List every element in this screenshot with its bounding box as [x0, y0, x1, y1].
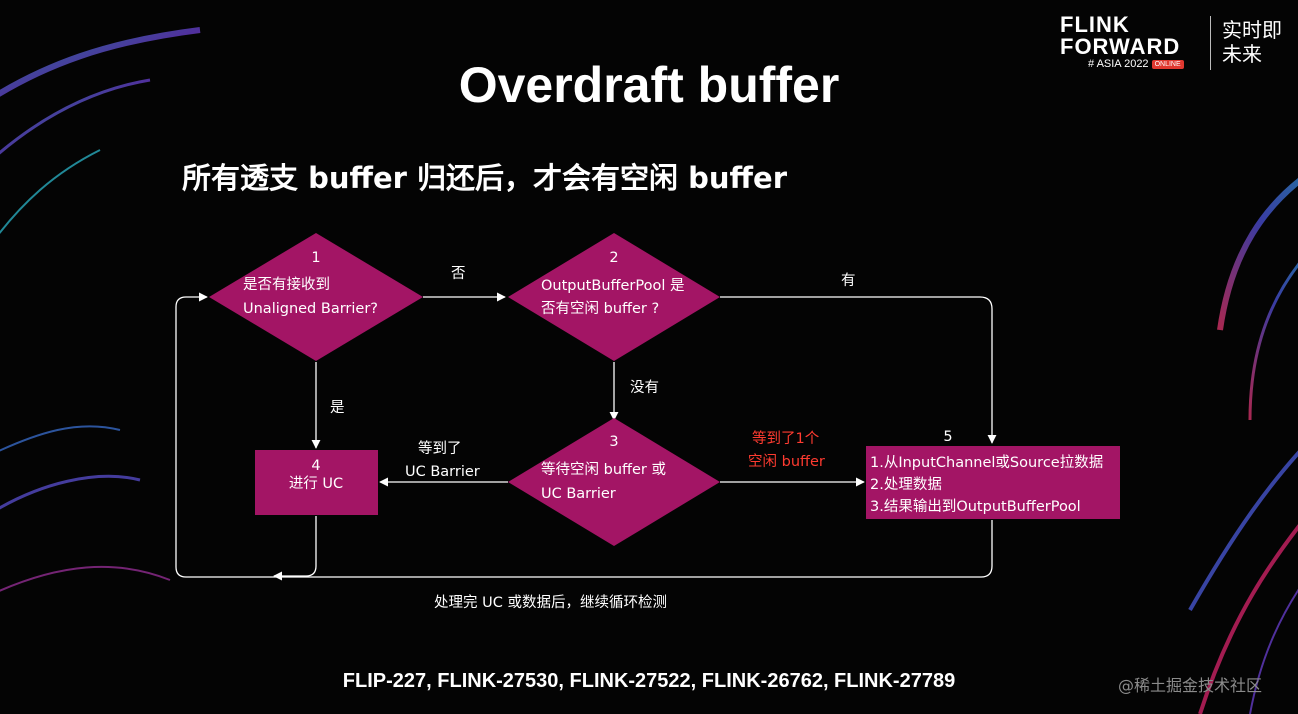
edge-5-loop-back — [175, 292, 993, 578]
logo-text-flink: FLINK — [1060, 12, 1130, 37]
node-1-number: 1 — [311, 250, 320, 266]
edge-label-no: 否 — [451, 266, 466, 282]
node-2-number: 2 — [609, 250, 618, 266]
node-1-line-1: 是否有接收到 — [243, 276, 330, 293]
edge-label-yes: 是 — [330, 400, 345, 416]
node-5-line-2: 2.处理数据 — [870, 476, 942, 493]
edge-label-loop: 处理完 UC 或数据后，继续循环检测 — [434, 594, 667, 611]
node-5-line-1: 1.从InputChannel或Source拉数据 — [870, 454, 1103, 471]
edge-label-got-buffer-line-1: 等到了1个 — [752, 429, 820, 447]
node-4-number: 4 — [311, 458, 320, 474]
edge-label-got-buffer-line-2: 空闲 buffer — [748, 453, 825, 470]
node-1-unaligned-barrier-check: 1 是否有接收到 Unaligned Barrier? — [209, 233, 423, 361]
node-4-line-1: 进行 UC — [289, 475, 343, 492]
node-3-wait-buffer-or-barrier: 3 等待空闲 buffer 或 UC Barrier — [508, 418, 720, 546]
node-5-line-3: 3.结果输出到OutputBufferPool — [870, 498, 1081, 515]
edge-label-got-uc-line-1: 等到了 — [418, 439, 462, 457]
jira-references: FLIP-227, FLINK-27530, FLINK-27522, FLIN… — [342, 670, 956, 692]
node-3-number: 3 — [609, 434, 618, 450]
watermark: @稀土掘金技术社区 — [1118, 676, 1263, 695]
logo-text-forward: FORWARD — [1060, 34, 1181, 59]
slide-subtitle: 所有透支 buffer 归还后，才会有空闲 buffer — [182, 161, 788, 195]
node-5-pull-process-output: 5 1.从InputChannel或Source拉数据 2.处理数据 3.结果输… — [866, 429, 1120, 519]
slide-title: Overdraft buffer — [458, 57, 840, 113]
logo-online-badge: ONLINE — [1151, 59, 1184, 69]
logo-chinese-slogan: 实时即未来 — [1222, 18, 1282, 66]
edge-label-none: 没有 — [630, 379, 659, 396]
node-4-process-uc: 4 进行 UC — [255, 450, 378, 515]
node-1-line-2: Unaligned Barrier? — [243, 301, 378, 317]
node-2-line-2: 否有空闲 buffer ? — [541, 300, 659, 317]
edge-label-got-uc-line-2: UC Barrier — [405, 464, 480, 480]
edge-label-has: 有 — [841, 272, 856, 289]
logo-event-name: # ASIA 2022 — [1088, 58, 1149, 70]
logo-divider — [1210, 16, 1211, 70]
edge-2-to-5 — [720, 296, 997, 444]
node-2-free-buffer-check: 2 OutputBufferPool 是 否有空闲 buffer ? — [508, 233, 720, 361]
node-3-line-1: 等待空闲 buffer 或 — [541, 460, 666, 478]
node-3-line-2: UC Barrier — [541, 486, 616, 502]
edge-4-loop-down — [273, 516, 317, 581]
node-2-line-1: OutputBufferPool 是 — [541, 278, 685, 294]
node-5-number: 5 — [943, 429, 952, 445]
